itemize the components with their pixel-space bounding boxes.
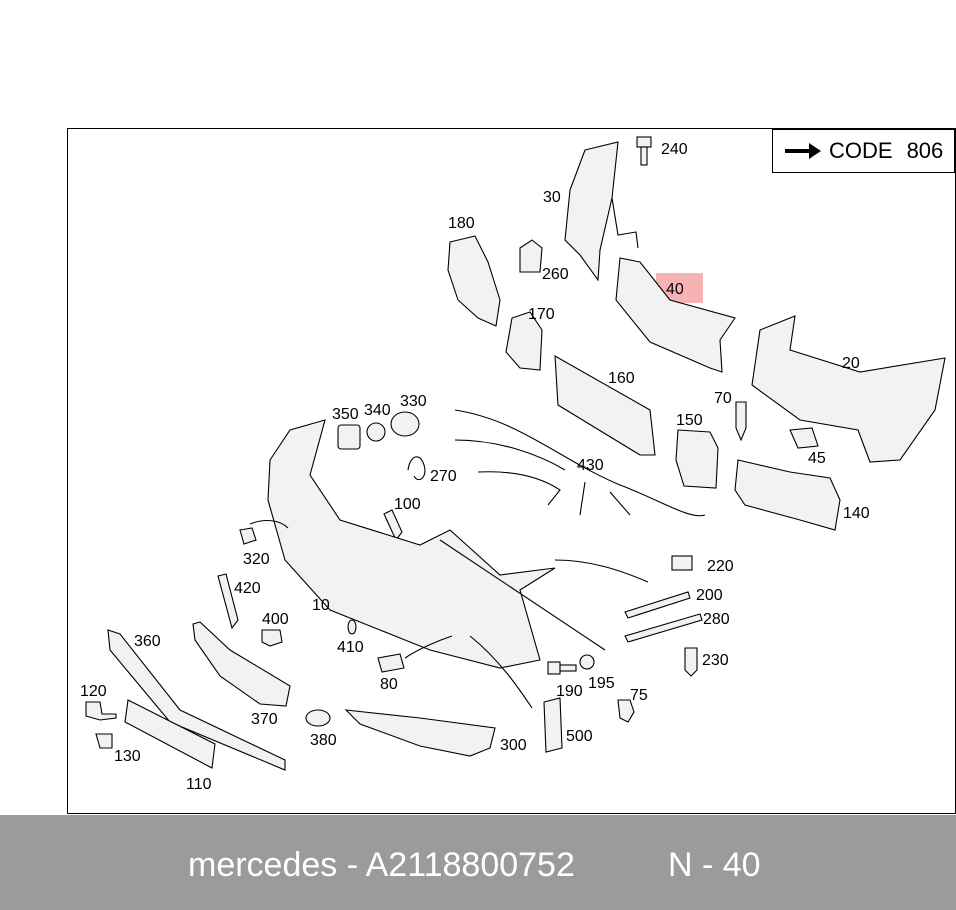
label-170: 170	[528, 306, 555, 323]
plate-110	[124, 699, 216, 769]
label-40: 40	[666, 281, 684, 298]
label-220: 220	[707, 558, 734, 575]
grommet-410	[347, 619, 357, 635]
label-195: 195	[588, 675, 615, 692]
label-300: 300	[500, 737, 527, 754]
clip-270	[407, 456, 426, 481]
label-110: 110	[186, 776, 212, 793]
label-400: 400	[262, 611, 289, 628]
label-370: 370	[251, 711, 278, 728]
cover-40	[615, 257, 736, 373]
label-70: 70	[714, 390, 732, 407]
clip-320	[239, 527, 257, 545]
label-420: 420	[234, 580, 261, 597]
plate-500	[543, 697, 563, 753]
wiring-harness-430	[454, 409, 706, 517]
bracket-150	[675, 429, 719, 489]
footer-bar: mercedes - A2118800752 N - 40	[0, 815, 956, 910]
label-150: 150	[676, 412, 703, 429]
label-270: 270	[430, 468, 457, 485]
parts-diagram: 240 30 180 260 40 170 20 160 70 150 45 3…	[80, 136, 946, 793]
clip-400	[261, 629, 283, 647]
bracket-180	[447, 235, 501, 327]
footer-position: N - 40	[668, 846, 761, 884]
label-120: 120	[80, 683, 107, 700]
label-180: 180	[448, 215, 475, 232]
screw-70	[735, 401, 747, 442]
label-240: 240	[661, 141, 688, 158]
cover-100	[383, 509, 403, 542]
clip-75	[617, 699, 635, 723]
nut-220	[671, 555, 693, 571]
label-410: 410	[337, 639, 364, 656]
label-230: 230	[702, 652, 729, 669]
trim-strip-280	[624, 613, 703, 643]
ring-340	[366, 422, 386, 442]
label-100: 100	[394, 496, 421, 513]
label-130: 130	[114, 748, 141, 765]
bracket-170	[505, 311, 543, 371]
label-30: 30	[543, 189, 561, 206]
bolt-190	[547, 661, 561, 675]
label-160: 160	[608, 370, 635, 387]
grille-140	[734, 459, 841, 531]
washer-195	[579, 654, 595, 670]
screw-120	[85, 701, 117, 721]
label-500: 500	[566, 728, 593, 745]
label-280: 280	[703, 611, 730, 628]
sensor-330	[390, 411, 420, 437]
trim-strip-200	[624, 591, 691, 619]
screw-130	[95, 733, 113, 749]
label-360: 360	[134, 633, 161, 650]
label-340: 340	[364, 402, 391, 419]
label-380: 380	[310, 732, 337, 749]
bolt-240	[636, 136, 652, 166]
label-20: 20	[842, 355, 860, 372]
trim-300	[344, 709, 496, 757]
panel-160	[554, 355, 656, 456]
label-80: 80	[380, 676, 398, 693]
label-330: 330	[400, 393, 427, 410]
trim-360	[107, 629, 286, 771]
label-140: 140	[843, 505, 870, 522]
cover-380	[305, 709, 331, 727]
label-75: 75	[630, 687, 648, 704]
label-45: 45	[808, 450, 826, 467]
label-320: 320	[243, 551, 270, 568]
label-10: 10	[312, 597, 330, 614]
bumper-10	[267, 419, 556, 669]
screw-230	[684, 647, 698, 677]
diagram-frame	[67, 128, 956, 814]
code-box: CODE 806	[772, 129, 955, 173]
bracket-420	[217, 573, 239, 630]
footer-part-number: mercedes - A2118800752	[188, 846, 575, 884]
clip-80	[377, 653, 405, 673]
bracket-30	[564, 141, 619, 282]
cap-260	[519, 239, 543, 273]
code-number: 806	[906, 138, 944, 163]
label-200: 200	[696, 587, 723, 604]
code-label: CODE	[829, 138, 893, 163]
label-190: 190	[556, 683, 583, 700]
right-arrow-icon	[785, 143, 821, 159]
clip-45	[789, 427, 819, 449]
label-430: 430	[577, 457, 604, 474]
label-350: 350	[332, 406, 359, 423]
sensor-holder-350	[337, 424, 361, 450]
bracket-20	[751, 315, 946, 463]
label-260: 260	[542, 266, 569, 283]
grille-370	[192, 621, 291, 707]
